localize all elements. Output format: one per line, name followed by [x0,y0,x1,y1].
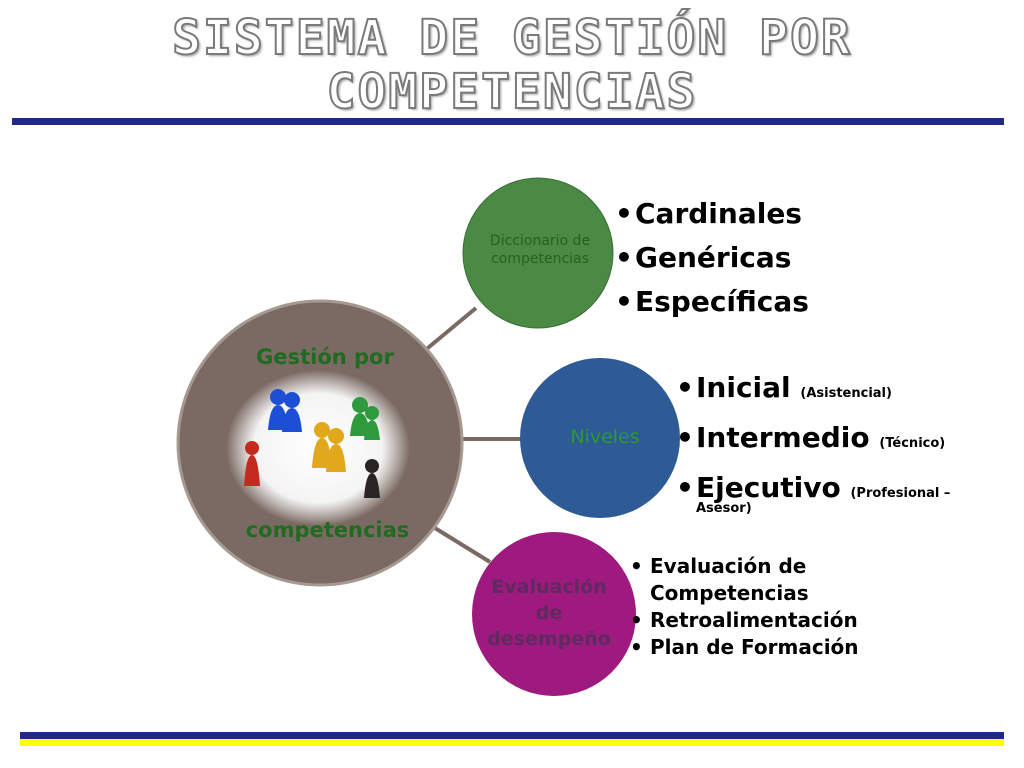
evaluacion-label-line1: Evaluación [491,576,607,598]
level-name: Ejecutivo [696,471,841,504]
page-title-line1: SISTEMA DE GESTIÓN POR [171,10,852,66]
level-note: (Profesional – [850,486,951,501]
top-divider [12,118,1004,125]
center-label-top: Gestión por [256,345,394,369]
list-item: Plan de Formación [630,634,900,661]
bottom-divider-blue [20,732,1004,739]
center-label-bottom: competencias [245,518,410,542]
evaluacion-label-line3: desempeño [487,628,611,650]
list-item: Inicial (Asistencial) [676,366,956,416]
niveles-circle [520,358,680,518]
diccionario-circle [462,177,614,329]
list-item: Evaluación de Competencias [630,553,900,607]
evaluacion-label: Evaluación de desempeño [484,574,614,652]
evaluacion-list: Evaluación de Competencias Retroalimenta… [630,553,900,661]
evaluacion-circle [472,532,636,696]
list-item-line1: Evaluación de [650,554,807,578]
list-item: Retroalimentación [630,607,900,634]
level-name: Intermedio [696,421,870,454]
people-figurines-icon [244,389,380,498]
list-item-line2: Competencias [650,581,809,605]
list-item: Cardinales [615,192,809,236]
diccionario-label: Diccionario de competencias [489,233,591,267]
evaluacion-label-line2: de [535,602,563,624]
level-note: (Técnico) [879,436,946,451]
niveles-label: Niveles [570,426,640,448]
connector-evaluacion [428,523,492,564]
level-note-line2: Asesor) [696,501,752,516]
list-item: Intermedio (Técnico) [676,416,956,466]
bottom-divider-yellow [20,739,1004,746]
level-note: (Asistencial) [800,386,892,401]
list-item: Genéricas [615,236,809,280]
diccionario-list: Cardinales Genéricas Específicas [615,192,809,324]
niveles-list: Inicial (Asistencial) Intermedio (Técnic… [676,366,956,516]
level-name: Inicial [696,371,791,404]
list-item: Ejecutivo (Profesional – Asesor) [676,466,956,516]
list-item: Específicas [615,280,809,324]
connector-diccionario [421,306,478,354]
page-title-line2: COMPETENCIAS [326,64,698,120]
